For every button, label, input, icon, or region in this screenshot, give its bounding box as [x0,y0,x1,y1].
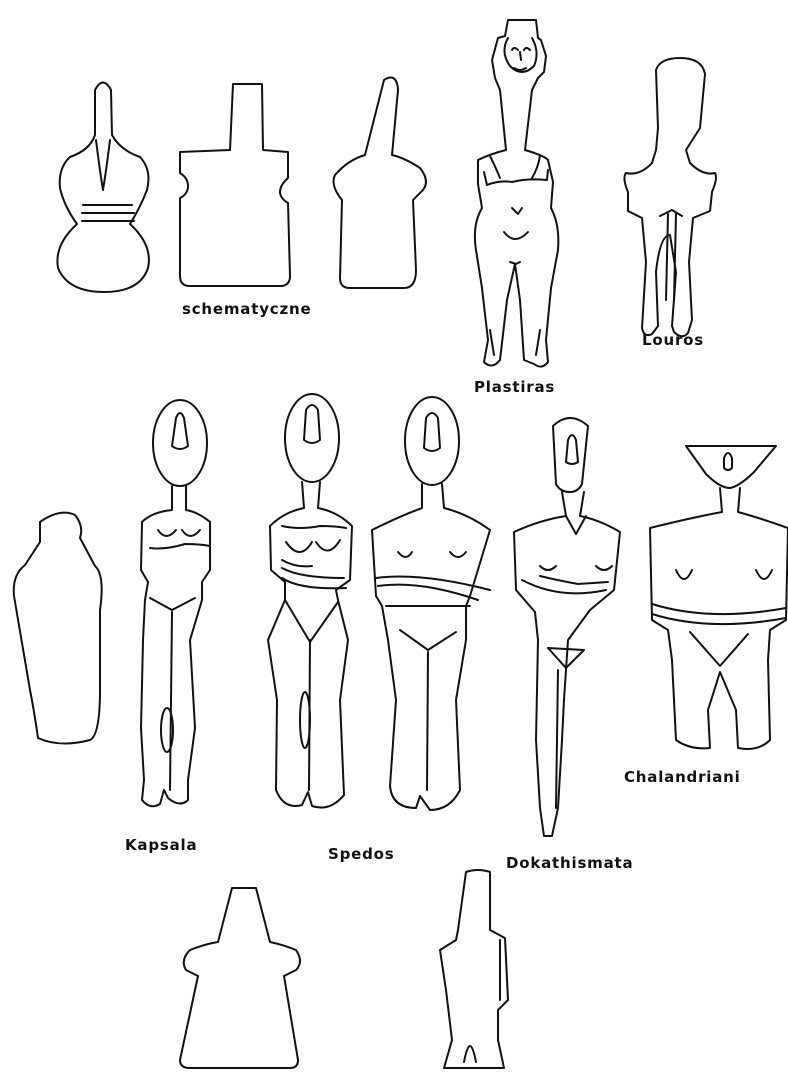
schematic-violin-figurine [57,83,148,293]
chalandriani-figurine [650,446,788,749]
bell-schematic-figurine [180,888,300,1068]
label-kapsala: Kapsala [125,836,197,854]
louros-figurine [624,58,716,336]
early-block-figurine [14,513,102,744]
plastiras-figurine [475,20,559,367]
label-schematic: schematyczne [182,300,311,318]
label-chalandriani: Chalandriani [624,768,741,786]
fragmentary-figurine [440,870,508,1068]
spedos-figurine-1 [268,394,352,808]
schematic-pillar-figurine [334,78,426,288]
spedos-figurine-2 [372,397,490,810]
schematic-plank-figurine [180,84,290,286]
label-spedos: Spedos [328,845,395,863]
label-dokathismata: Dokathismata [506,854,633,872]
label-louros: Louros [642,331,704,349]
dokathismata-figurine [514,418,620,836]
label-plastiras: Plastiras [474,378,555,396]
kapsala-figurine [141,400,210,806]
